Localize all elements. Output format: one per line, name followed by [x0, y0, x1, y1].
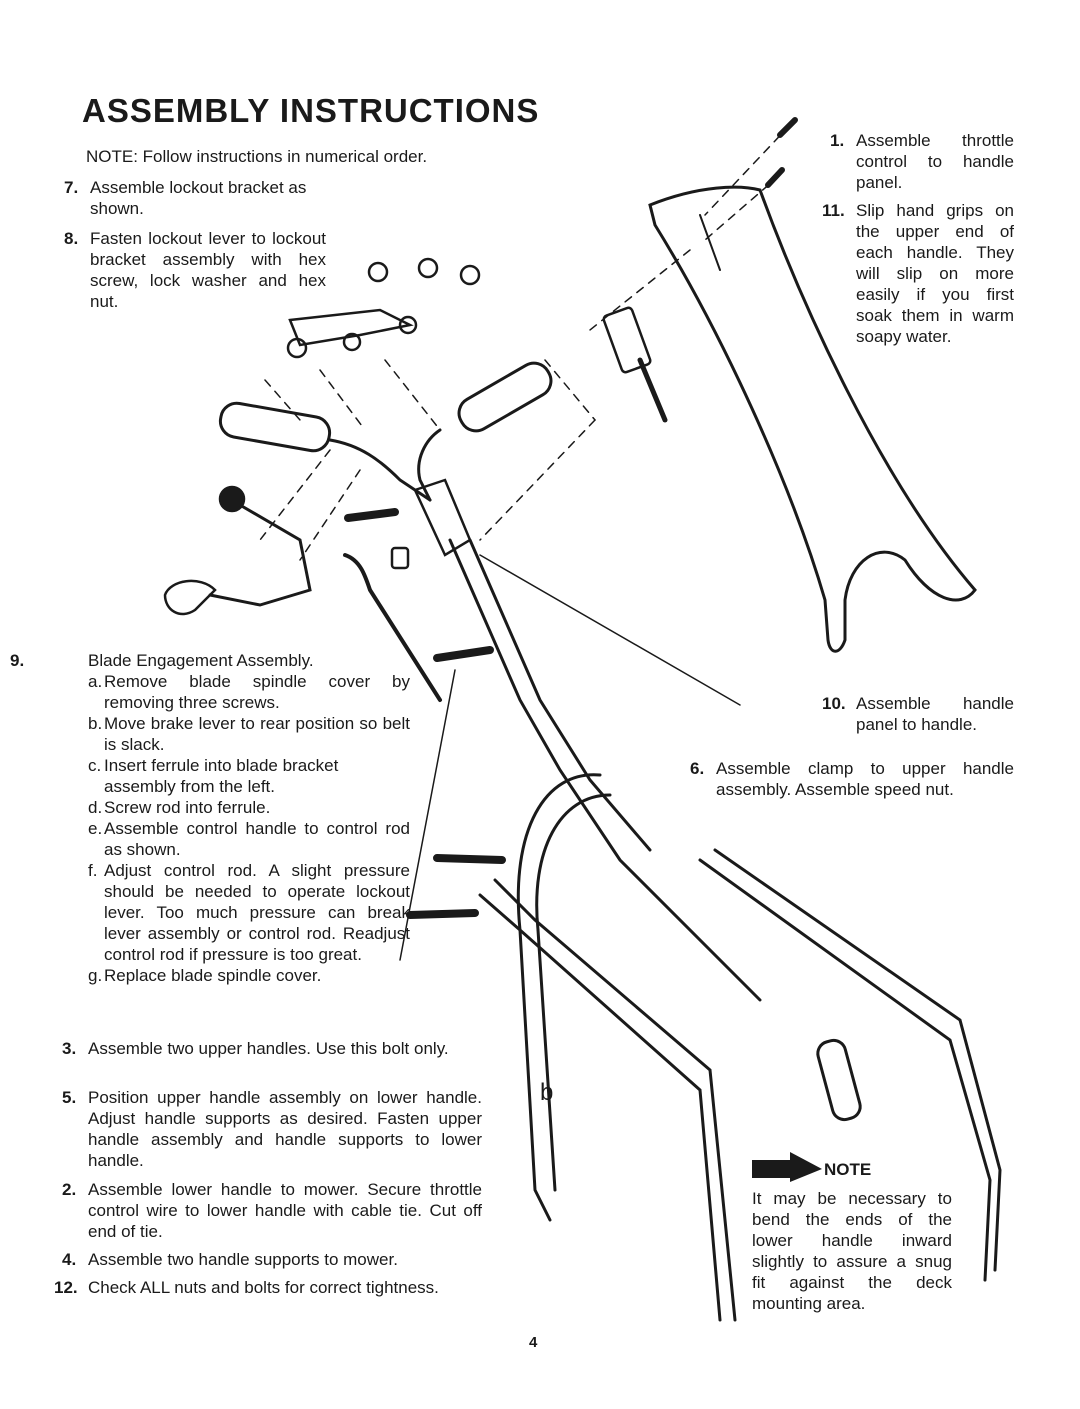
- step-text: Assemble throttle control to handle pane…: [856, 131, 1014, 192]
- step-text: Assemble two handle supports to mower.: [88, 1250, 398, 1269]
- svg-text:b: b: [540, 1079, 553, 1106]
- step-title: Blade Engagement Assembly.: [88, 651, 314, 670]
- step-7: 7. Assemble lockout bracket as shown.: [64, 177, 326, 219]
- substep-c: c.Insert ferrule into blade bracket asse…: [88, 755, 410, 797]
- step-text: Assemble clamp to upper handle assembly.…: [716, 759, 1014, 799]
- substep-b: b.Move brake lever to rear position so b…: [88, 713, 410, 755]
- substep-letter: e.: [88, 819, 103, 838]
- substep-text: Screw rod into ferrule.: [104, 798, 271, 817]
- substep-f: f. Adjust control rod. A slight pressure …: [88, 860, 410, 965]
- step-2: 2. Assemble lower handle to mower. Secur…: [62, 1179, 482, 1242]
- step-number: 3.: [62, 1039, 77, 1058]
- step-number: 12.: [54, 1278, 78, 1297]
- substep-letter: a.: [88, 672, 103, 691]
- step-number: 4.: [62, 1250, 77, 1269]
- note-box: NOTE It may be necessary to bend the end…: [752, 1152, 952, 1314]
- step-3: 3. Assemble two upper handles. Use this …: [62, 1038, 482, 1059]
- step-5: 5. Position upper handle assembly on low…: [62, 1087, 482, 1171]
- substep-letter: d.: [88, 798, 103, 817]
- step-text: Assemble lower handle to mower. Secure t…: [88, 1180, 482, 1241]
- step-number: 1.: [830, 131, 845, 150]
- substep-text: Replace blade spindle cover.: [104, 966, 322, 985]
- step-text: Assemble lockout bracket as shown.: [90, 178, 307, 218]
- step-text: Fasten lockout lever to lockout bracket …: [90, 229, 326, 311]
- substep-a: a.Remove blade spindle cover by removing…: [88, 671, 410, 713]
- note-header: NOTE: [752, 1152, 952, 1182]
- substep-text: Assemble control handle to control rod a…: [104, 819, 410, 859]
- page-number: 4: [529, 1334, 538, 1351]
- step-9: 9. Blade Engagement Assembly. a.Remove b…: [10, 650, 410, 986]
- step-number: 8.: [64, 229, 79, 248]
- step-text: Assemble handle panel to handle.: [856, 694, 1014, 734]
- note-line: NOTE: Follow instructions in numerical o…: [86, 147, 428, 166]
- substep-e: e.Assemble control handle to control rod…: [88, 818, 410, 860]
- substep-letter: b.: [88, 714, 103, 733]
- substep-g: g.Replace blade spindle cover.: [88, 965, 410, 986]
- step-12: 12. Check ALL nuts and bolts for correct…: [54, 1277, 482, 1298]
- substep-text: Insert ferrule into blade bracket assemb…: [104, 756, 339, 796]
- step-6: 6. Assemble clamp to upper handle assemb…: [690, 758, 1014, 800]
- substep-letter: c.: [88, 756, 102, 775]
- step-text: Slip hand grips on the upper end of each…: [856, 201, 1014, 346]
- substep-letter: g.: [88, 966, 103, 985]
- step-10: 10. Assemble handle panel to handle.: [822, 693, 1014, 735]
- step-11: 11. Slip hand grips on the upper end of …: [822, 200, 1014, 347]
- step-number: 11.: [822, 201, 845, 220]
- step-number: 2.: [62, 1180, 77, 1199]
- step-number: 6.: [690, 759, 705, 778]
- step-number: 5.: [62, 1088, 77, 1107]
- arrow-right-icon: [752, 1152, 822, 1182]
- step-text: Assemble two upper handles. Use this bol…: [88, 1039, 449, 1058]
- substep-text: Remove blade spindle cover by removing t…: [104, 672, 410, 712]
- substep-text: Adjust control rod. A slight pressure sh…: [104, 861, 410, 964]
- step-text: Check ALL nuts and bolts for correct tig…: [88, 1278, 439, 1297]
- page-title: ASSEMBLY INSTRUCTIONS: [82, 92, 540, 129]
- step-1: 1. Assemble throttle control to handle p…: [830, 130, 1014, 193]
- substep-letter: f.: [88, 861, 98, 880]
- step-8: 8. Fasten lockout lever to lockout brack…: [64, 228, 326, 312]
- substep-d: d.Screw rod into ferrule.: [88, 797, 410, 818]
- note-label: NOTE: [824, 1160, 872, 1179]
- step-text: Position upper handle assembly on lower …: [88, 1088, 482, 1170]
- step-4: 4. Assemble two handle supports to mower…: [62, 1249, 482, 1270]
- substep-text: Move brake lever to rear position so bel…: [104, 714, 410, 754]
- step-number: 7.: [64, 178, 79, 197]
- note-text: It may be necessary to bend the ends of …: [752, 1189, 952, 1313]
- step-number: 9.: [10, 651, 25, 670]
- step-number: 10.: [822, 694, 846, 713]
